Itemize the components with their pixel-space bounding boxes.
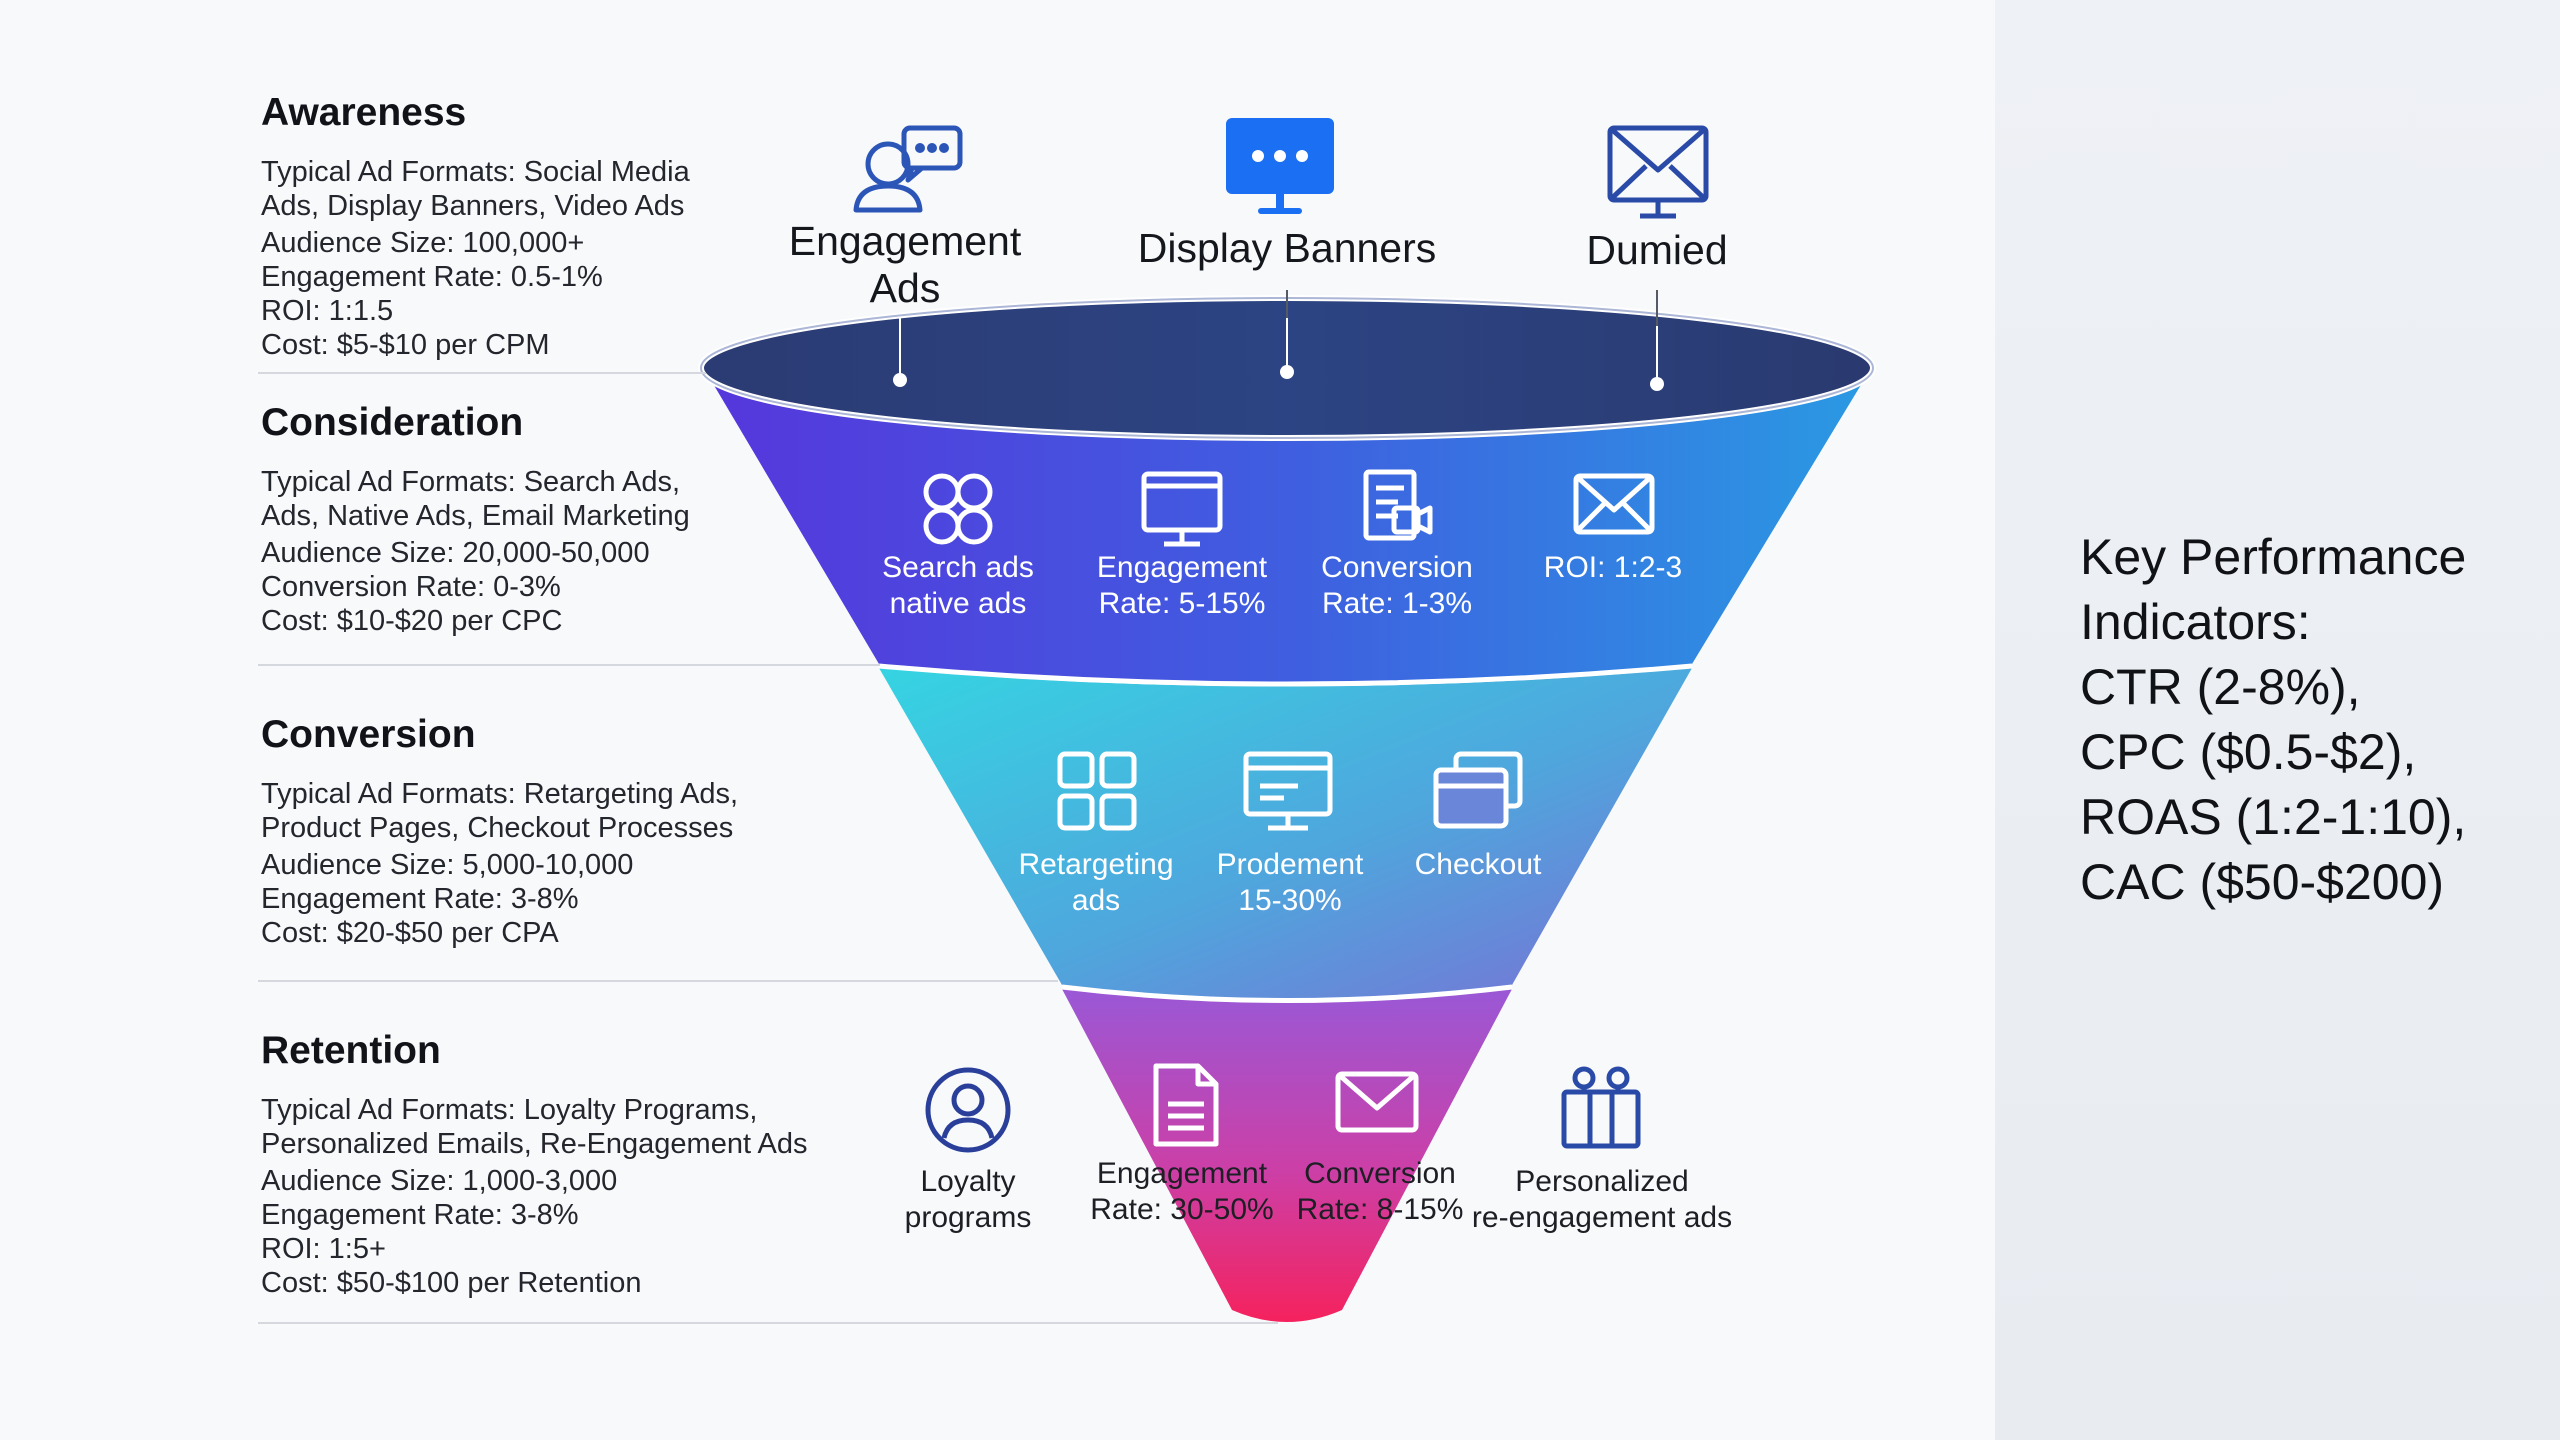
funnel-section-consideration	[702, 365, 1873, 682]
user-chat-icon	[853, 125, 963, 213]
stage-title: Conversion	[261, 713, 476, 756]
stage-consideration: Consideration Typical Ad Formats: Search…	[261, 401, 721, 638]
document-video-icon	[1363, 469, 1433, 541]
funnel-divider	[1061, 984, 1513, 1003]
stage-cost: Cost: $20-$50 per CPA	[261, 916, 559, 949]
stage-conversion: Conversion Typical Ad Formats: Retargeti…	[261, 713, 781, 950]
top-label-display-banners: Display Banners	[1137, 225, 1437, 271]
stage-retention: Retention Typical Ad Formats: Loyalty Pr…	[261, 1029, 831, 1300]
pointer-dot	[893, 373, 907, 387]
stage-ad-formats: Typical Ad Formats: Search Ads, Ads, Nat…	[261, 465, 690, 532]
stage-divider	[258, 372, 706, 374]
stage-cost: Cost: $5-$10 per CPM	[261, 328, 550, 361]
kpi-item-cpc: CPC ($0.5-$2),	[2080, 724, 2417, 780]
product-screen-icon	[1243, 751, 1333, 831]
kpi-item-ctr: CTR (2-8%),	[2080, 659, 2361, 715]
pointer-dot	[1650, 377, 1664, 391]
monitor-icon	[1141, 471, 1223, 547]
stage-cost: Cost: $10-$20 per CPC	[261, 604, 563, 637]
top-label-engagement-ads: Engagement Ads	[788, 218, 1022, 311]
stage-awareness: Awareness Typical Ad Formats: Social Med…	[261, 91, 721, 362]
envelope-icon	[1335, 1071, 1419, 1133]
stage-title: Consideration	[261, 401, 524, 444]
stage-roi: ROI: 1:1.5	[261, 294, 394, 327]
stage-audience-size: Audience Size: 5,000-10,000	[261, 848, 634, 881]
kpi-title: Indicators:	[2080, 594, 2311, 650]
stage-engagement-rate: Engagement Rate: 3-8%	[261, 1198, 579, 1231]
stage-ad-formats: Typical Ad Formats: Retargeting Ads, Pro…	[261, 777, 739, 844]
envelope-monitor-icon	[1607, 125, 1709, 219]
stage-engagement-rate: Engagement Rate: 0.5-1%	[261, 260, 603, 293]
funnel-label-roi: ROI: 1:2-3	[1543, 551, 1683, 584]
kpi-item-roas: ROAS (1:2-1:10),	[2080, 789, 2467, 845]
stage-audience-size: Audience Size: 1,000-3,000	[261, 1164, 618, 1197]
stage-divider	[258, 980, 1058, 982]
stage-audience-size: Audience Size: 20,000-50,000	[261, 536, 650, 569]
pointer-dot	[1280, 365, 1294, 379]
funnel-section-conversion	[879, 668, 1692, 999]
funnel-divider	[878, 663, 1693, 687]
document-lines-icon	[1153, 1063, 1219, 1147]
people-group-icon	[923, 473, 993, 545]
cards-stack-icon	[1433, 751, 1523, 829]
kpi-item-cac: CAC ($50-$200)	[2080, 854, 2445, 910]
kpi-title: Key Performance	[2080, 529, 2467, 585]
stage-title: Retention	[261, 1029, 441, 1072]
stage-conversion-rate: Conversion Rate: 0-3%	[261, 570, 561, 603]
grid-squares-icon	[1057, 751, 1137, 831]
user-circle-icon	[925, 1067, 1011, 1153]
envelope-icon	[1573, 473, 1655, 535]
stage-ad-formats: Typical Ad Formats: Loyalty Programs, Pe…	[261, 1093, 808, 1160]
stage-cost: Cost: $50-$100 per Retention	[261, 1266, 642, 1299]
stage-divider	[258, 1322, 1278, 1324]
funnel-label-checkout: Checkout	[1414, 848, 1542, 881]
stage-audience-size: Audience Size: 100,000+	[261, 226, 585, 259]
top-label-dumied: Dumied	[1586, 227, 1728, 273]
kpi-panel-background	[1995, 0, 2560, 1440]
stage-roi: ROI: 1:5+	[261, 1232, 386, 1265]
stage-divider	[258, 664, 880, 666]
stage-engagement-rate: Engagement Rate: 3-8%	[261, 882, 579, 915]
gift-icon	[1561, 1066, 1641, 1149]
monitor-dots-icon	[1226, 118, 1334, 214]
kpi-block: Key Performance Indicators: CTR (2-8%), …	[2080, 525, 2520, 915]
stage-title: Awareness	[261, 91, 467, 134]
stage-ad-formats: Typical Ad Formats: Social Media Ads, Di…	[261, 155, 690, 222]
